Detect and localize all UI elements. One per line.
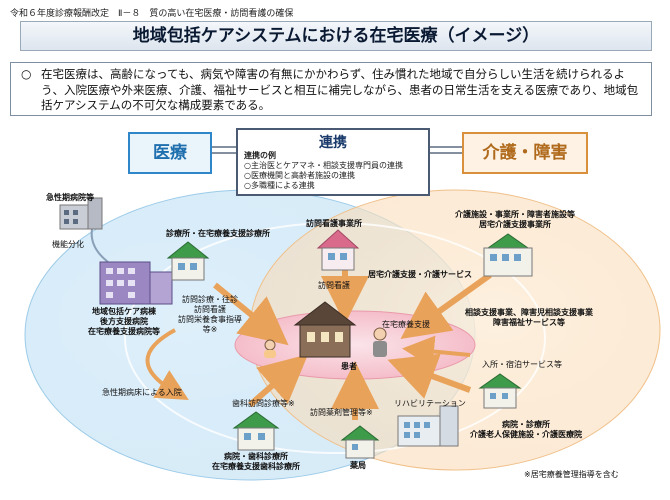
label-patient: 患者 <box>341 362 357 371</box>
label-care-facility-2: 居宅介護支援事業所 <box>479 220 551 229</box>
label-rehab: リハビリテーション <box>394 399 466 408</box>
cooperation-title: 連携 <box>319 135 347 151</box>
community-hospital-building <box>99 261 173 305</box>
intro-text: 在宅医療は、高齢になっても、病気や障害の有無にかかわらず、住み慣れた地域で自分ら… <box>41 67 639 112</box>
arrow-admission <box>402 335 471 368</box>
cooperation-box: 連携 連携の例 ○主治医とケアマネ・相談支援専門員の連携 ○医療機関と高齢者施設… <box>236 128 430 196</box>
intro-box: ○ 在宅医療は、高齢になっても、病気や障害の有無にかかわらず、住み慣れた地域で自… <box>10 62 652 116</box>
label-hospital-facility-1: 病院・診療所 <box>502 420 550 429</box>
label-visit-services-1: 訪問診療・往診 <box>182 295 238 304</box>
category-medical: 医療 <box>128 132 212 174</box>
hospital-facility-building <box>397 405 459 447</box>
cooperation-example-3: ○多職種による連携 <box>244 181 315 190</box>
label-home-care-service: 居宅介護支援・介護サービス <box>368 270 472 279</box>
label-hospital-facility-2: 介護老人保健施設・介護医療院 <box>470 430 582 439</box>
label-consult-support-2: 障害福祉サービス等 <box>493 318 565 327</box>
label-visiting-nursing: 訪問看護 <box>318 281 350 290</box>
label-acute-hospital: 急性期病院等 <box>46 193 94 202</box>
label-pharmacy-visit: 訪問薬剤管理等※ <box>310 408 373 417</box>
label-consult-support-1: 相談支援事業、障害児相談支援事業 <box>465 308 593 317</box>
arrow-dental-patient <box>248 354 309 408</box>
clinic-building <box>166 241 210 281</box>
label-admission: 入所・宿泊サービス等 <box>482 360 562 369</box>
label-function-division: 機能分化 <box>52 240 84 249</box>
label-dental-visit: 歯科訪問診療等※ <box>232 399 295 408</box>
acute-hospital-building <box>59 197 103 230</box>
arrow-hospital-patient <box>387 353 472 399</box>
patient-home-building <box>293 301 357 358</box>
label-community-hospital-3: 在宅療養支援病院等 <box>88 327 160 336</box>
patient-person-icon <box>373 327 387 357</box>
label-home-support: 在宅療養支援 <box>382 320 430 329</box>
care-home-building-lower <box>478 373 522 409</box>
label-clinic: 診療所・在宅療養支援診療所 <box>166 229 270 238</box>
page-title: 地域包括ケアシステムにおける在宅医療（イメージ） <box>20 21 652 51</box>
label-community-hospital-1: 地域包括ケア病棟 <box>92 307 156 316</box>
intro-bullet: ○ <box>21 67 32 81</box>
label-community-hospital-2: 後方支援病院 <box>100 317 148 326</box>
pharmacy-building <box>340 425 380 459</box>
care-facility-building <box>483 233 533 277</box>
dental-clinic-building <box>232 411 280 451</box>
label-dental-clinic-1: 病院・歯科診療所 <box>224 452 288 461</box>
visiting-nurse-building <box>316 229 360 271</box>
header-reference: 令和６年度診療報酬改定 Ⅱ－８ 質の高い在宅医療・訪問看護の確保 <box>10 9 294 19</box>
label-pharmacy: 薬局 <box>350 461 366 470</box>
label-visit-services-2: 訪問看護 <box>194 305 226 314</box>
label-visiting-nurse: 訪問看護事業所 <box>306 219 362 228</box>
arrow-acute-admission <box>145 328 189 401</box>
label-visit-services-3: 訪問栄養食事指導 <box>178 315 242 324</box>
cooperation-example-2: ○医療機関と高齢者施設の連携 <box>244 171 355 180</box>
arrow-clinic-patient <box>213 282 289 346</box>
category-care: 介護・障害 <box>462 132 588 174</box>
label-visit-services-4: 等※ <box>202 325 218 334</box>
footnote: ※居宅療養管理指導を含む <box>524 470 619 479</box>
inner-ring <box>124 222 546 454</box>
arrow-care-patient <box>400 272 492 339</box>
baby-icon <box>264 339 276 358</box>
cooperation-example-1: ○主治医とケアマネ・相談支援専門員の連携 <box>244 161 403 170</box>
label-care-facility-1: 介護施設・事業所・障害者施設等 <box>455 210 575 219</box>
cooperation-heading: 連携の例 <box>244 151 276 160</box>
label-acute-admission: 急性期病床による入院 <box>102 388 182 397</box>
label-dental-clinic-2: 在宅療養支援歯科診療所 <box>212 462 300 471</box>
